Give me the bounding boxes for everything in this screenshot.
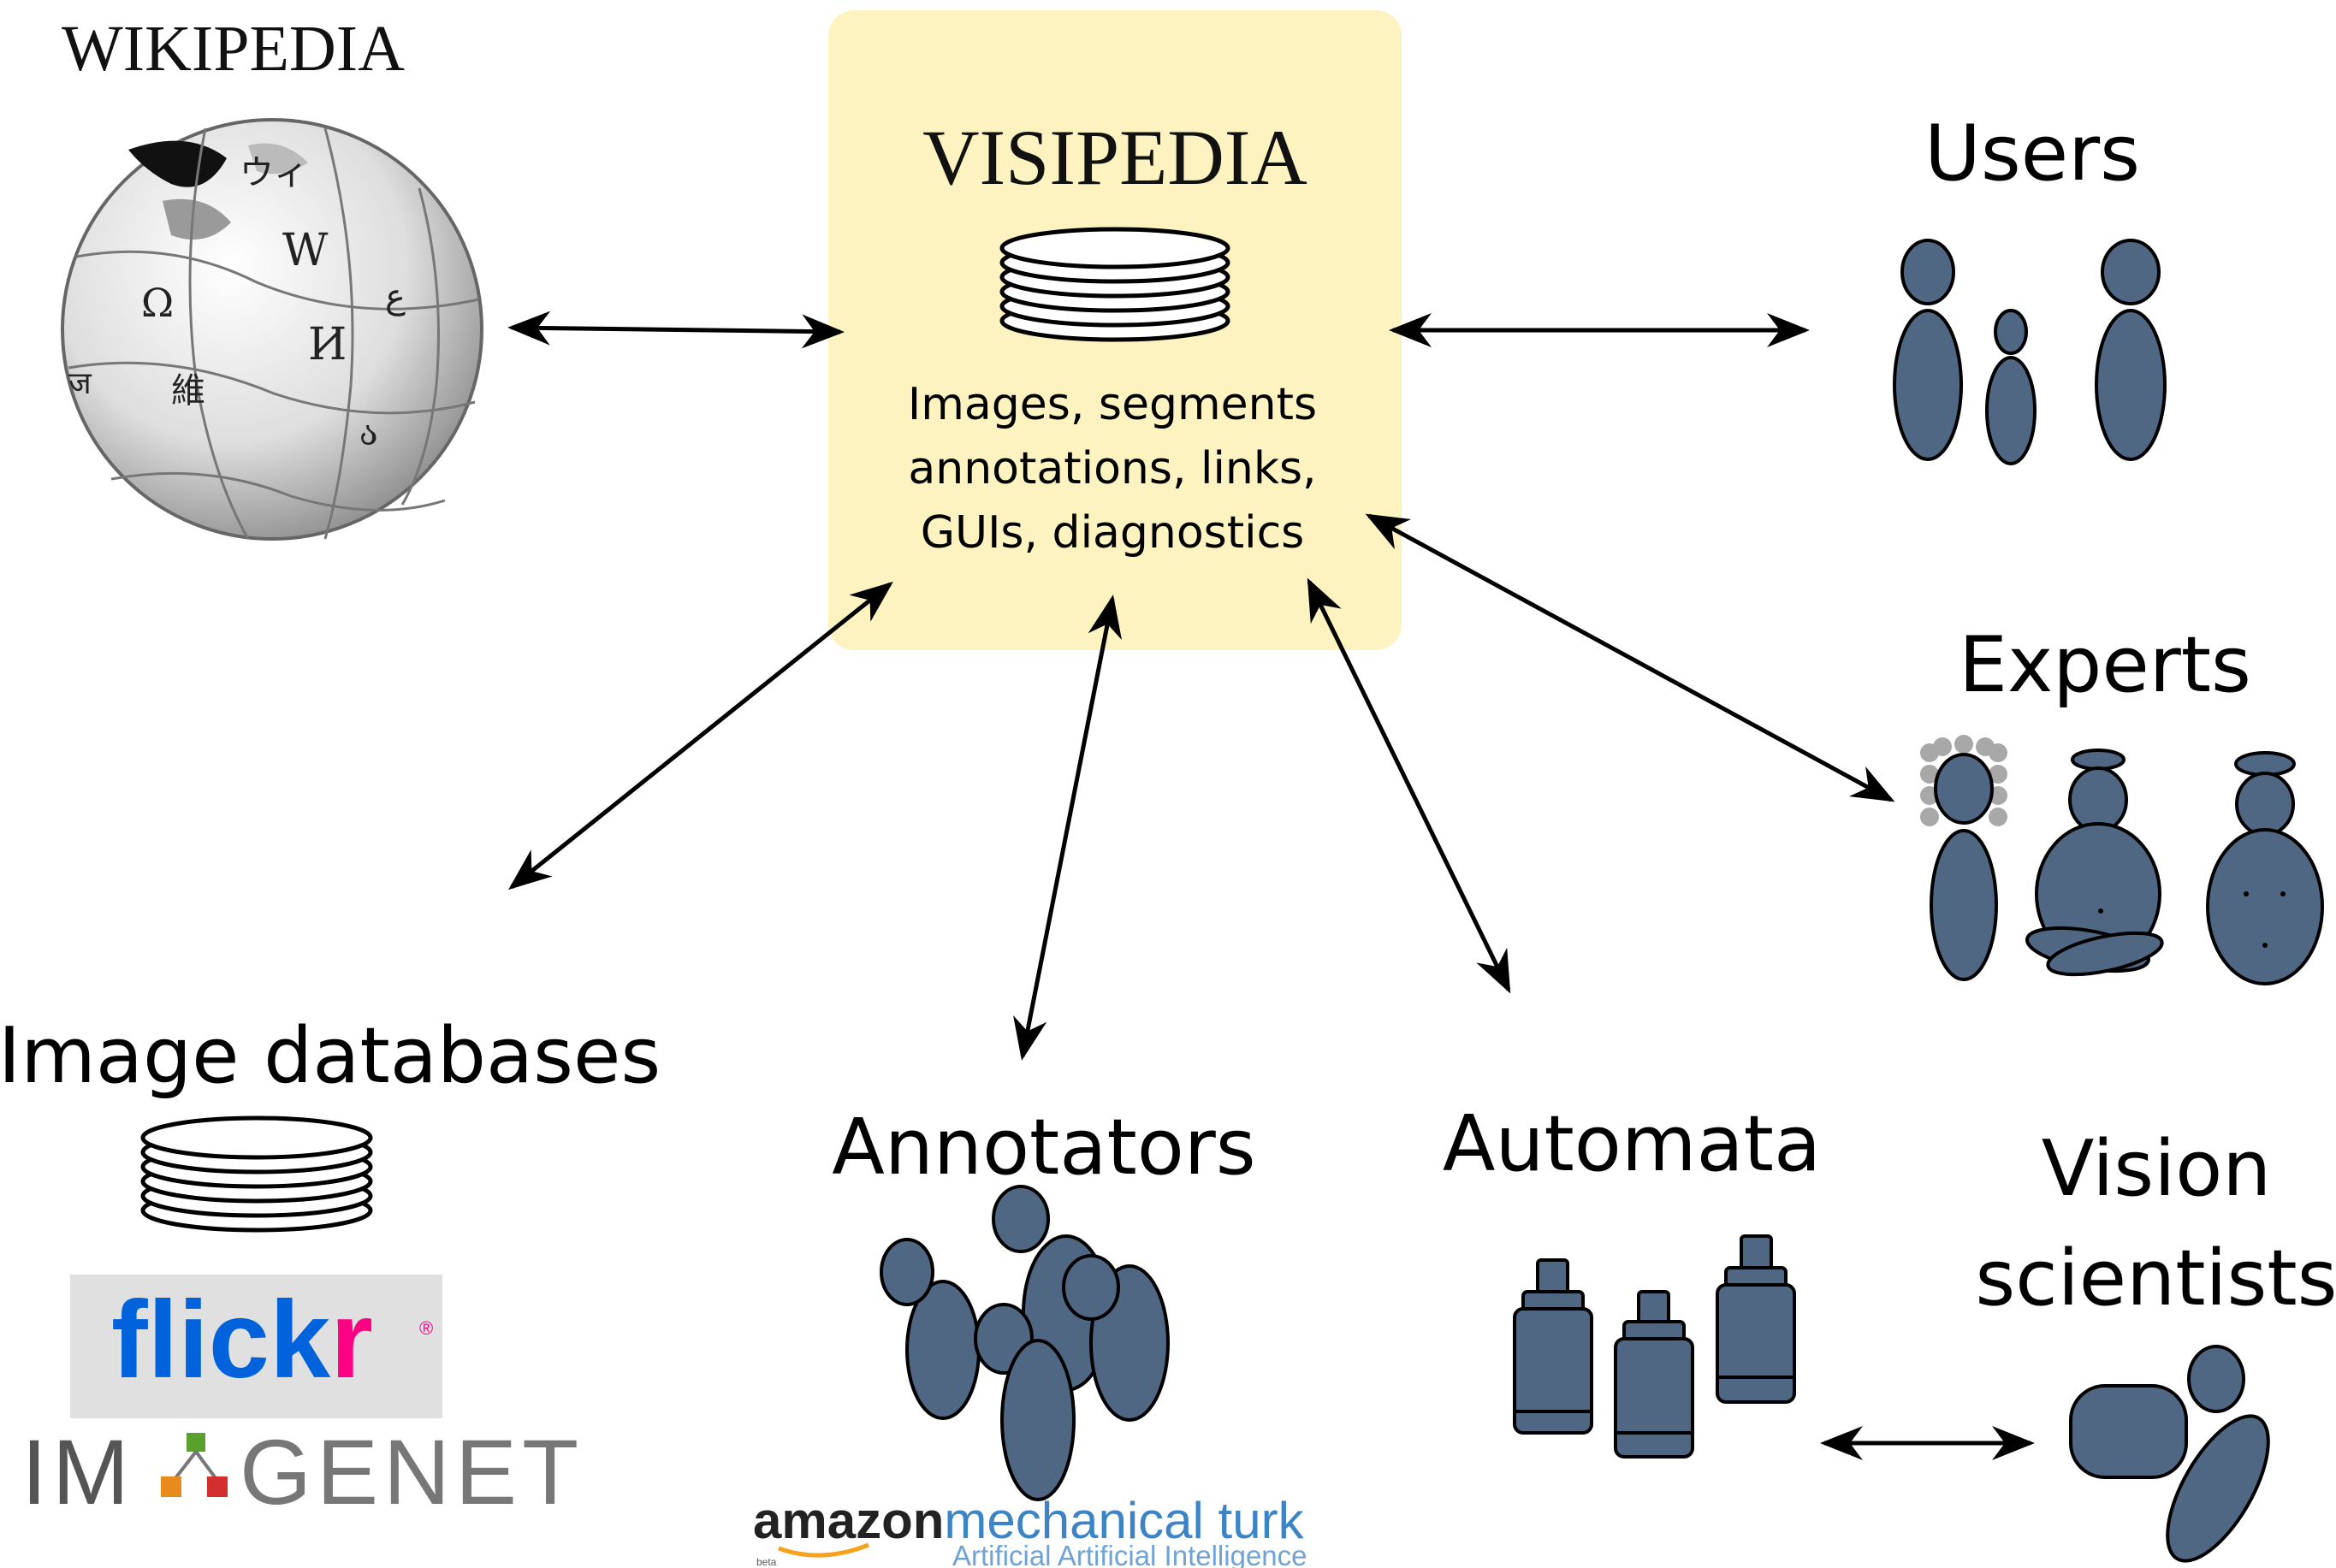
database-icon <box>999 227 1230 342</box>
image-databases-label: Image databases <box>0 1011 661 1101</box>
imagenet-tree-icon <box>161 1433 228 1497</box>
globe-glyph-ja: ज <box>68 366 92 401</box>
content-line-1: Images, segments <box>908 379 1317 430</box>
globe-glyph-w: W <box>282 225 329 276</box>
judge-wig-icon <box>1920 735 2007 826</box>
flickr-flick: flick <box>111 1279 331 1401</box>
vision-label-line2: scientists <box>1975 1234 2336 1323</box>
user-person-icon <box>2095 239 2167 461</box>
bottle-icon <box>1513 1258 1593 1435</box>
annotators-crowd-icon <box>880 1185 1170 1501</box>
wikipedia-globe-icon: W Ω И ウィ 維 ज ع ა <box>61 118 483 541</box>
flickr-logo: flickr ® <box>70 1275 442 1418</box>
mturk-mechanical-turk: mechanical turk <box>944 1492 1304 1549</box>
mechanical-turk-logo: amazonmechanical turk beta Artificial Ar… <box>753 1492 1307 1568</box>
bottle-icon <box>1614 1290 1694 1459</box>
visipedia-title: VISIPEDIA <box>922 114 1307 201</box>
imagenet-right: GENET <box>240 1420 584 1524</box>
expert-monk-icon <box>2025 748 2164 977</box>
flickr-registered: ® <box>419 1317 433 1339</box>
automata-bottles-icon <box>1513 1234 1796 1459</box>
svg-text:amazonmechanical turk: amazonmechanical turk <box>753 1492 1305 1549</box>
globe-glyph-a: ა <box>359 414 378 453</box>
users-figures <box>1893 239 2167 465</box>
user-child-icon <box>1985 309 2037 465</box>
content-line-2: annotations, links, <box>908 443 1316 494</box>
globe-glyph-wi: ウィ <box>240 153 308 192</box>
globe-glyph-omega: Ω <box>141 280 174 326</box>
mturk-amazon: amazon <box>753 1492 944 1549</box>
arrow-visipedia-annotators <box>1013 595 1122 1061</box>
vision-scientist-icon <box>2069 1345 2270 1563</box>
users-label: Users <box>1924 109 2140 198</box>
content-line-3: GUIs, diagnostics <box>921 507 1305 559</box>
flickr-r: r <box>330 1279 373 1401</box>
bottle-icon <box>1716 1234 1796 1404</box>
visipedia-box: VISIPEDIA Images, segments annotations, … <box>828 10 1402 650</box>
globe-glyph-kanji: 維 <box>171 371 205 411</box>
svg-text:flickr: flickr <box>111 1279 373 1401</box>
automata-label: Automata <box>1443 1099 1821 1189</box>
expert-scholar-icon <box>2206 751 2324 985</box>
arrow-wikipedia-visipedia <box>507 311 845 349</box>
arrow-visipedia-automata <box>1307 577 1511 994</box>
experts-label: Experts <box>1959 620 2251 710</box>
wikipedia-title: WIKIPEDIA <box>62 13 405 85</box>
image-databases-icon <box>140 1115 373 1233</box>
globe-glyph-ain: ع <box>385 277 406 317</box>
arrow-visipedia-experts <box>1365 513 1895 802</box>
globe-glyph-i: И <box>308 319 347 370</box>
experts-figures <box>1920 735 2324 985</box>
arrows <box>507 311 2035 1460</box>
mturk-tagline: Artificial Artificial Intelligence <box>952 1540 1307 1568</box>
amazon-smile-icon <box>778 1542 869 1558</box>
arrow-visipedia-image-databases <box>508 581 893 891</box>
expert-judge-icon <box>1930 753 1998 981</box>
imagenet-logo: IM GENET <box>21 1420 584 1524</box>
annotators-label: Annotators <box>832 1103 1255 1192</box>
mturk-beta: beta <box>756 1556 777 1568</box>
imagenet-left: IM <box>21 1420 134 1524</box>
vision-label-line1: Vision <box>2042 1124 2272 1214</box>
user-person-icon <box>1893 239 1963 461</box>
